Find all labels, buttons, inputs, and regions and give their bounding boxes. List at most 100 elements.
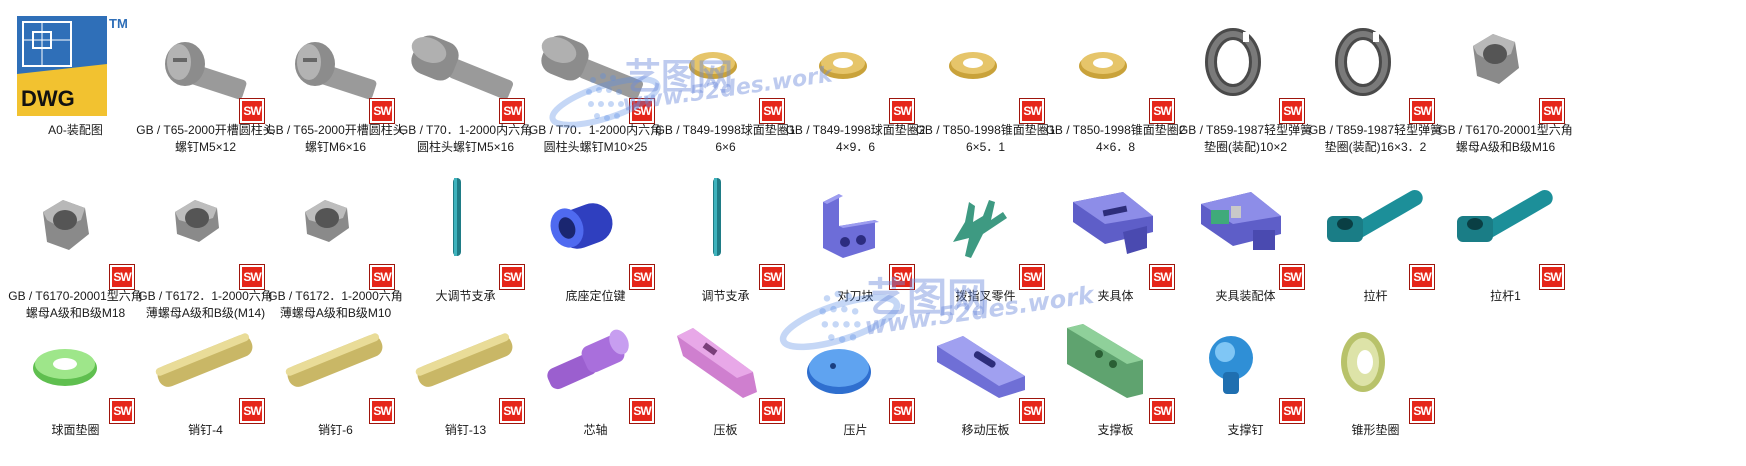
file-item[interactable]: SW 销钉-13 (393, 306, 538, 456)
screw-icon (133, 6, 278, 118)
solidworks-badge-icon: SW (1149, 98, 1175, 124)
solidworks-badge-icon: SW (1279, 98, 1305, 124)
solidworks-badge-icon: SW (1409, 98, 1435, 124)
file-name: A0-装配图 (48, 123, 103, 137)
file-item[interactable]: SW 压板 (653, 306, 798, 456)
moving-plate-icon (913, 306, 1058, 418)
file-name: GB / T65-2000开槽圆柱头螺钉M6×16 (266, 123, 405, 154)
file-name: GB / T65-2000开槽圆柱头螺钉M5×12 (136, 123, 275, 154)
file-name: 压板 (713, 423, 738, 437)
washer-icon (653, 6, 798, 118)
hex-nut-icon (1433, 6, 1578, 118)
solidworks-badge-icon: SW (369, 398, 395, 424)
solidworks-badge-icon: SW (239, 398, 265, 424)
file-name: GB / T6170-20001型六角螺母A级和B级M18 (8, 289, 143, 320)
file-name: 支撑板 (1097, 423, 1134, 437)
solidworks-badge-icon: SW (889, 98, 915, 124)
file-item[interactable]: SW 销钉-4 (133, 306, 278, 456)
support-plate-icon (1043, 306, 1188, 418)
solidworks-badge-icon: SW (499, 398, 525, 424)
pin-icon (263, 306, 408, 418)
file-name: 销钉-4 (188, 423, 223, 437)
solidworks-badge-icon: SW (1279, 398, 1305, 424)
washer-icon (783, 6, 928, 118)
file-name: GB / T6170-20001型六角螺母A级和B级M16 (1438, 123, 1573, 154)
file-name: GB / T70．1-2000内六角圆柱头螺钉M5×16 (398, 123, 533, 154)
file-name: 锥形垫圈 (1351, 423, 1400, 437)
file-item[interactable]: SW 支撑板 (1043, 306, 1188, 456)
hex-nut-icon (3, 172, 148, 284)
rod-icon (653, 172, 798, 284)
spring-washer-icon (1173, 6, 1318, 118)
svg-text:DWG: DWG (21, 86, 75, 111)
file-name: GB / T850-1998锥面垫圈24×6．8 (1045, 123, 1186, 154)
screw-icon (263, 6, 408, 118)
svg-text:TM: TM (109, 16, 128, 31)
file-name: 销钉-13 (444, 423, 487, 437)
file-name: GB / T6172．1-2000六角薄螺母A级和B级(M14) (138, 289, 273, 320)
solidworks-badge-icon: SW (109, 398, 135, 424)
solidworks-badge-icon: SW (629, 398, 655, 424)
washer-icon (1043, 6, 1188, 118)
pin-icon (133, 306, 278, 418)
solidworks-badge-icon: SW (1539, 264, 1565, 290)
solidworks-badge-icon: SW (759, 398, 785, 424)
pin-icon (393, 306, 538, 418)
solidworks-badge-icon: SW (1539, 98, 1565, 124)
file-item[interactable]: DWG TM A0-装配图 (3, 6, 148, 156)
file-name: 调节支承 (701, 289, 750, 303)
file-name: 芯轴 (583, 423, 608, 437)
pull-rod-icon (1433, 172, 1578, 284)
file-name: 支撑钉 (1227, 423, 1264, 437)
file-name: 大调节支承 (435, 289, 496, 303)
file-item[interactable]: SW 芯轴 (523, 306, 668, 456)
solidworks-badge-icon: SW (1149, 398, 1175, 424)
file-item[interactable]: SW 拉杆 (1303, 172, 1448, 322)
file-item[interactable]: SW 支撑钉 (1173, 306, 1318, 456)
file-name: 压片 (843, 423, 868, 437)
solidworks-badge-icon: SW (1019, 398, 1045, 424)
solidworks-badge-icon: SW (759, 264, 785, 290)
spherical-washer-icon (3, 306, 148, 418)
file-item[interactable]: SW 压片 (783, 306, 928, 456)
solidworks-badge-icon: SW (1019, 264, 1045, 290)
file-name: GB / T859-1987轻型弹簧垫圈(装配)16×3．2 (1308, 123, 1443, 154)
solidworks-badge-icon: SW (889, 398, 915, 424)
spring-washer-icon (1303, 6, 1448, 118)
clamp-plate-icon (653, 306, 798, 418)
disc-icon (783, 306, 928, 418)
file-item[interactable]: SW 调节支承 (653, 172, 798, 322)
solidworks-badge-icon: SW (1409, 264, 1435, 290)
file-name: 拉杆 (1363, 289, 1388, 303)
solidworks-badge-icon: SW (1149, 264, 1175, 290)
solidworks-badge-icon: SW (239, 264, 265, 290)
file-name: GB / T859-1987轻型弹簧垫圈(装配)10×2 (1178, 123, 1313, 154)
fork-icon (913, 172, 1058, 284)
